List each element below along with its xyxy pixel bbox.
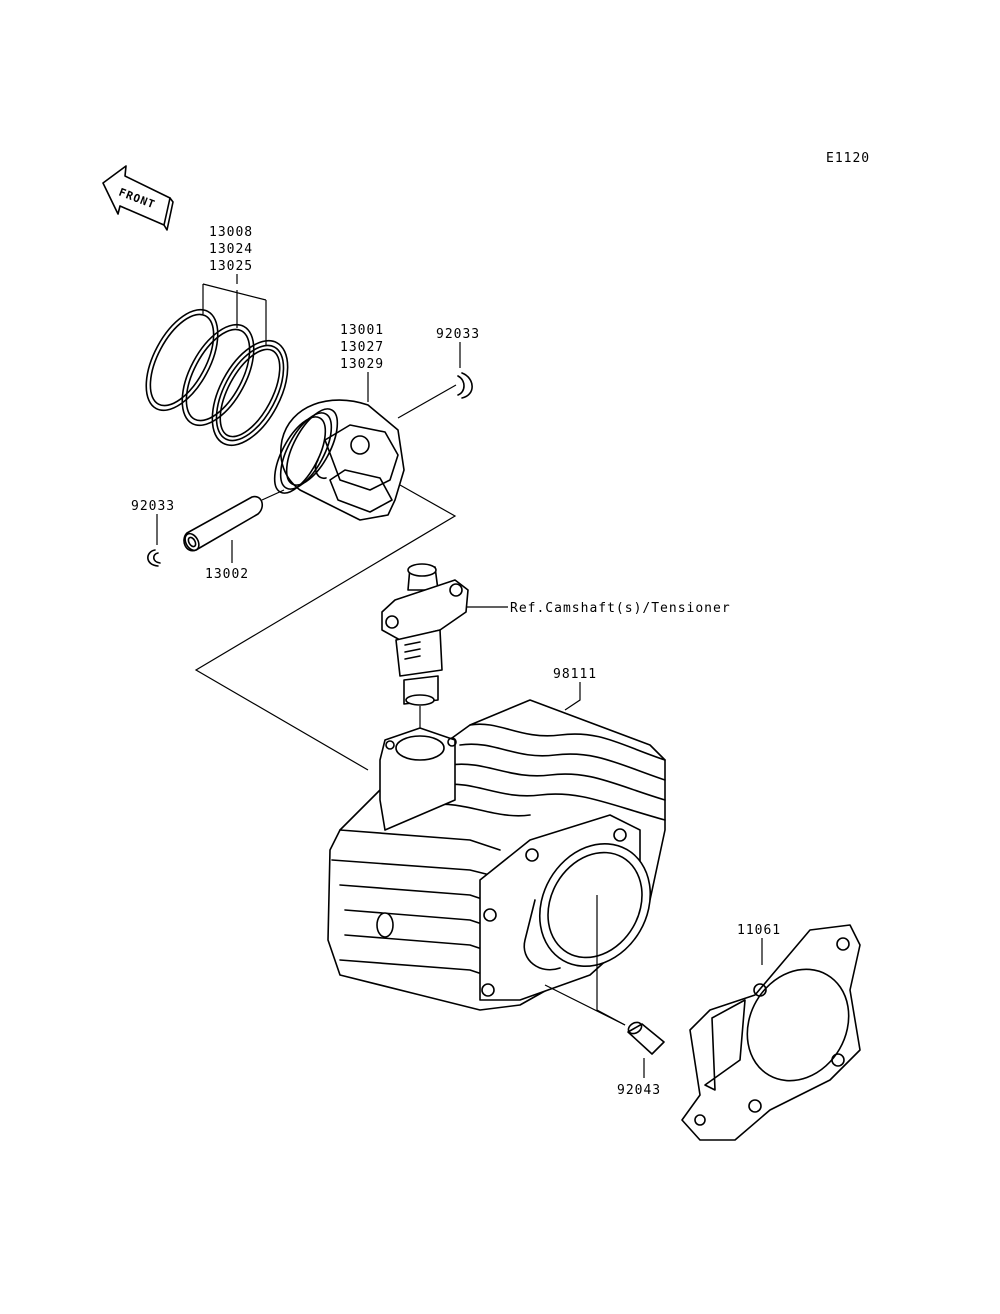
front-arrow-icon: FRONT bbox=[102, 165, 174, 231]
part-number-circlip-left: 92033 bbox=[131, 499, 175, 514]
assembly-guide-line bbox=[194, 484, 457, 771]
dowel-axis-line-2 bbox=[544, 984, 626, 1026]
circlip-left bbox=[147, 549, 161, 567]
cam-chain-tensioner bbox=[381, 563, 469, 706]
part-number-cylinder: 98111 bbox=[553, 667, 597, 682]
part-number-circlip-right: 92033 bbox=[436, 327, 480, 342]
cylinder-base-gasket bbox=[681, 924, 861, 1141]
piston-pin bbox=[183, 495, 264, 552]
dowel-pin bbox=[627, 1021, 665, 1055]
circlip-right bbox=[457, 372, 473, 399]
figure-code: E1120 bbox=[826, 151, 870, 166]
part-number-ring-1: 13008 bbox=[209, 225, 253, 240]
piston-rings bbox=[145, 308, 289, 447]
part-number-piston-2: 13027 bbox=[340, 340, 384, 355]
cylinder-leader bbox=[564, 682, 581, 711]
part-number-piston-1: 13001 bbox=[340, 323, 384, 338]
part-number-piston-pin: 13002 bbox=[205, 567, 249, 582]
reference-note: Ref.Camshaft(s)/Tensioner bbox=[510, 601, 731, 616]
part-number-dowel-pin: 92043 bbox=[617, 1083, 661, 1098]
cylinder-block bbox=[327, 699, 666, 1011]
circlip-right-axis bbox=[397, 384, 457, 419]
part-number-ring-3: 13025 bbox=[209, 259, 253, 274]
part-number-gasket: 11061 bbox=[737, 923, 781, 938]
piston bbox=[273, 399, 405, 521]
part-number-piston-3: 13029 bbox=[340, 357, 384, 372]
pin-axis-line bbox=[261, 489, 285, 501]
part-number-ring-2: 13024 bbox=[209, 242, 253, 257]
ring-leader-lines bbox=[202, 274, 267, 345]
